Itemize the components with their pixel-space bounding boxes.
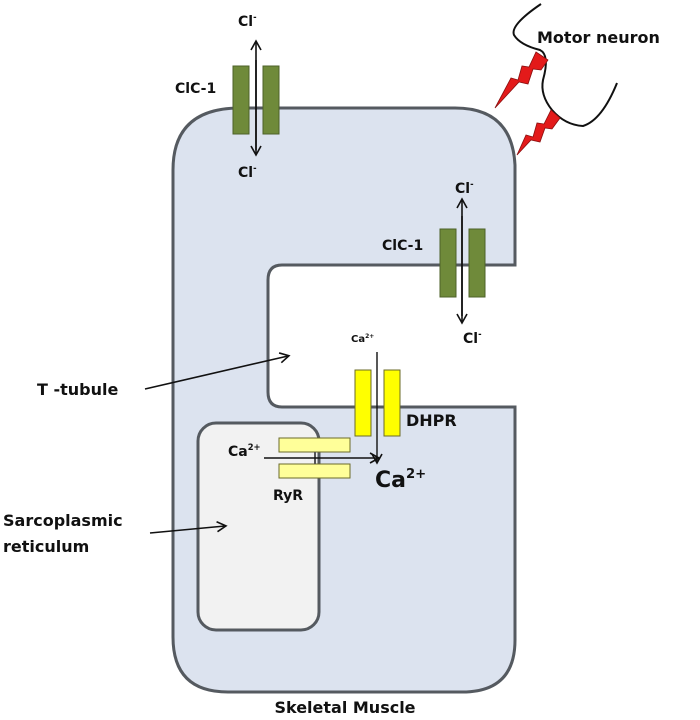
dhpr-channel-right (383, 369, 401, 437)
sarcoplasmic-reticulum-label-line2: reticulum (3, 537, 89, 556)
lightning-bolt-icon (516, 109, 561, 156)
sarcoplasmic-reticulum-label-line1: Sarcoplasmic (3, 511, 123, 530)
ca-ion-label-cytosol: Ca2+ (375, 467, 426, 493)
cl-ion-label-right-out: Cl- (455, 179, 474, 197)
cl-ion-text: Cl (238, 165, 253, 181)
ca-charge: 2+ (365, 333, 374, 340)
clc1-channel-right-left (439, 228, 457, 298)
ca-ion-label-extracellular: Ca2+ (351, 333, 374, 345)
dhpr-channel-left (354, 369, 372, 437)
ca-ion-text: Ca (351, 334, 365, 345)
cl-charge: - (478, 329, 482, 339)
cl-charge: - (253, 163, 257, 173)
cl-charge: - (253, 12, 257, 22)
ca-charge: 2+ (248, 442, 261, 452)
ca-ion-text: Ca (375, 468, 406, 493)
ryr-channel-bottom (278, 463, 351, 479)
cl-charge: - (470, 179, 474, 189)
t-tubule-pointer-arrow (144, 352, 291, 390)
motor-neuron-terminal (512, 3, 618, 128)
ca-ion-text: Ca (228, 444, 248, 460)
ryr-channel-top (278, 437, 351, 453)
cl-ion-text: Cl (455, 181, 470, 197)
cl-ion-label-right-in: Cl- (463, 329, 482, 347)
cl-ion-text: Cl (463, 331, 478, 347)
cl-ion-label-top-in: Cl- (238, 163, 257, 181)
clc1-top-label: ClC-1 (175, 81, 216, 97)
dhpr-label: DHPR (406, 411, 457, 430)
clc1-channel-top-left (232, 65, 250, 135)
motor-neuron-label: Motor neuron (537, 28, 660, 47)
ca-charge: 2+ (406, 467, 426, 482)
cl-ion-text: Cl (238, 14, 253, 30)
diagram-title: Skeletal Muscle (274, 698, 415, 717)
clc1-channel-top-right (262, 65, 280, 135)
lightning-bolt-icon (494, 51, 549, 109)
cl-ion-label-top-out: Cl- (238, 12, 257, 30)
t-tubule-label: T -tubule (37, 380, 118, 399)
ca-ion-label-sr: Ca2+ (228, 442, 261, 460)
clc1-channel-right-right (468, 228, 486, 298)
sr-pointer-arrow (149, 521, 228, 534)
ryr-label: RyR (273, 488, 303, 504)
clc1-right-label: ClC-1 (382, 238, 423, 254)
